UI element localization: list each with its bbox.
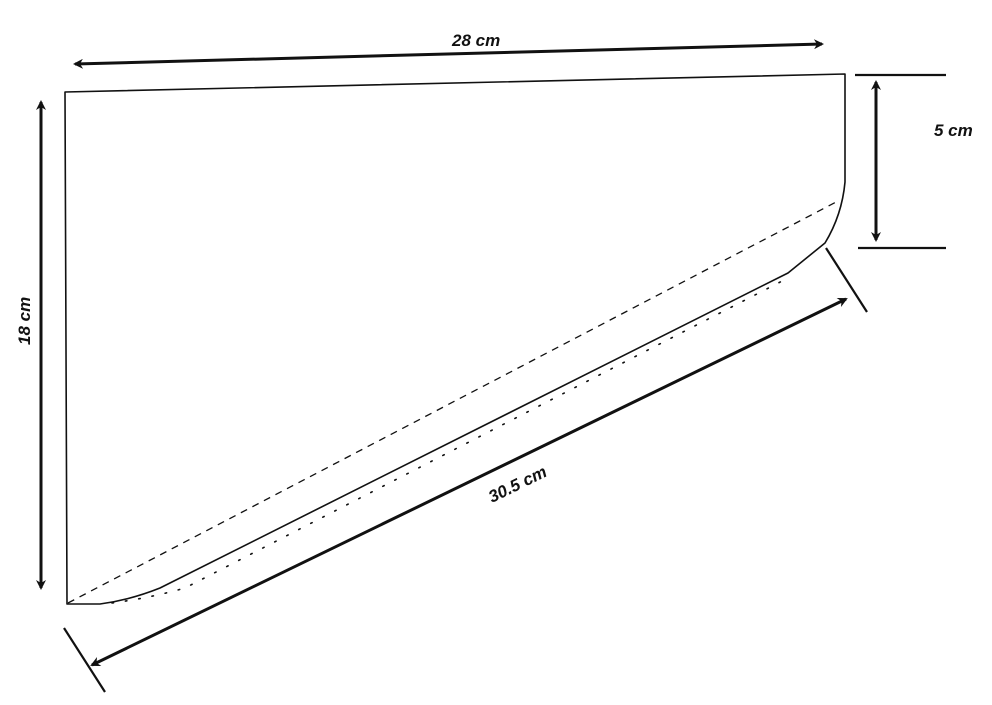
- diagonal-extension-line-right: [825, 247, 868, 313]
- top-dimension-label: 28 cm: [451, 31, 500, 50]
- diagonal-extension-line-left: [63, 627, 106, 693]
- top-dimension-arrow: [73, 39, 824, 69]
- fold-line-dashed: [67, 199, 841, 604]
- right-dimension-label: 5 cm: [934, 121, 973, 140]
- left-dimension-label: 18 cm: [15, 297, 34, 345]
- seam-line-dotted: [111, 277, 789, 604]
- pattern-piece-outline: [64, 73, 846, 605]
- diagonal-dimension-arrow: [90, 297, 848, 667]
